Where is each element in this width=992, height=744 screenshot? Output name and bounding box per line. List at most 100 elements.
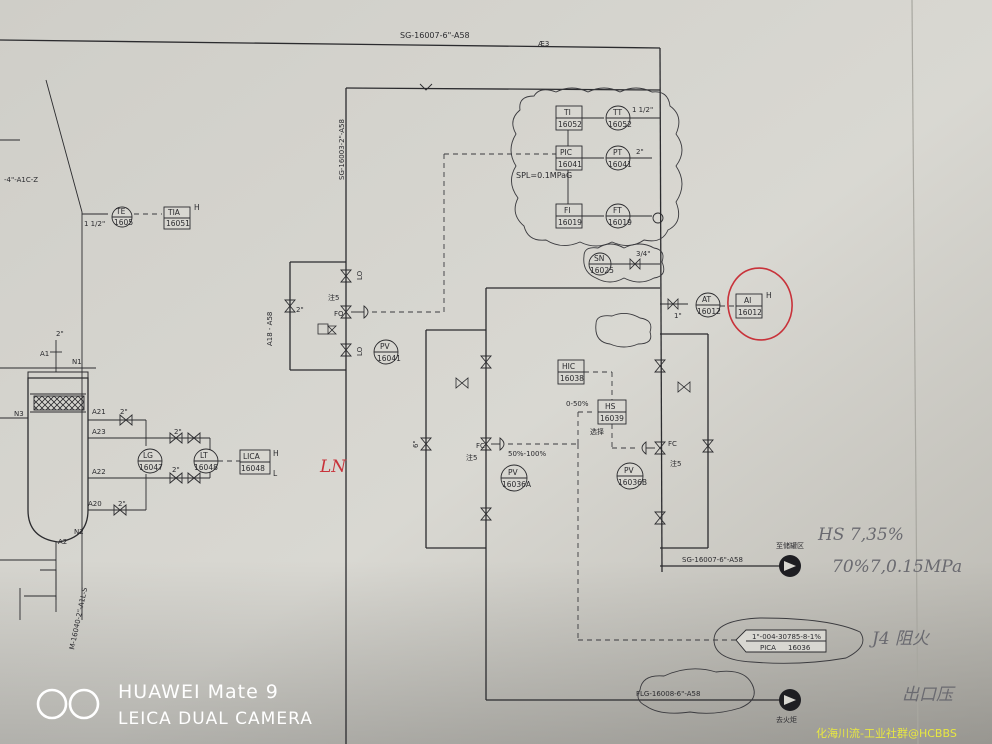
svg-text:16012: 16012 bbox=[738, 308, 762, 317]
svg-text:LO: LO bbox=[356, 346, 364, 356]
spl-label: SPL=0.1MPaG bbox=[516, 171, 572, 180]
svg-text:2": 2" bbox=[172, 466, 180, 474]
instrument-lg[interactable]: LG 16047 bbox=[137, 448, 163, 474]
svg-text:16048: 16048 bbox=[194, 463, 218, 472]
svg-text:16048: 16048 bbox=[241, 464, 265, 473]
svg-text:N3: N3 bbox=[14, 410, 24, 418]
instrument-lt[interactable]: LT 16048 bbox=[193, 448, 219, 474]
svg-text:A1: A1 bbox=[40, 350, 49, 358]
svg-text:H: H bbox=[273, 449, 279, 458]
svg-text:2": 2" bbox=[296, 306, 304, 314]
size-label-te: 1 1/2" bbox=[84, 220, 105, 228]
camera-watermark: HUAWEI Mate 9 LEICA DUAL CAMERA bbox=[36, 681, 313, 729]
left-process-area: -4"-A1C-Z 1 1/2" bbox=[0, 79, 162, 620]
svg-text:1": 1" bbox=[674, 312, 682, 320]
instrument-pv-16036a[interactable]: PV 16036A bbox=[500, 464, 532, 492]
instrument-hic[interactable]: HIC 16038 bbox=[557, 359, 585, 385]
instrument-lica[interactable]: LICA 16048 H L bbox=[239, 449, 279, 478]
valve-symbols bbox=[113, 83, 433, 516]
handwritten-hs-note2: 70%7,0.15MPa bbox=[832, 557, 962, 577]
svg-text:PV: PV bbox=[380, 342, 391, 351]
svg-text:16019: 16019 bbox=[558, 218, 582, 227]
svg-text:16036: 16036 bbox=[788, 644, 811, 652]
paper-shadow bbox=[0, 560, 992, 744]
instrument-pica[interactable]: 1"-004-30785-8-1% PICA 16036 bbox=[713, 617, 864, 664]
vessel-packing bbox=[33, 395, 85, 411]
analyzer-tap: 1" bbox=[660, 298, 736, 320]
svg-text:A2: A2 bbox=[58, 538, 67, 546]
svg-text:PV: PV bbox=[624, 466, 635, 475]
svg-text:LT: LT bbox=[200, 451, 208, 460]
svg-text:AI: AI bbox=[744, 296, 751, 305]
svg-text:A20: A20 bbox=[88, 500, 102, 508]
svg-text:HS: HS bbox=[605, 402, 616, 411]
instrument-ti[interactable]: TI 16052 bbox=[555, 105, 583, 131]
forum-watermark: 化海川流-工业社群@HCBBS bbox=[816, 726, 957, 740]
svg-text:AT: AT bbox=[702, 295, 712, 304]
instrument-tia[interactable]: TIA 16051 H bbox=[163, 203, 200, 230]
svg-text:SN: SN bbox=[594, 254, 604, 263]
svg-text:3/4": 3/4" bbox=[636, 250, 651, 258]
svg-text:FI: FI bbox=[564, 206, 571, 215]
svg-text:A22: A22 bbox=[92, 468, 106, 476]
svg-text:1"-004-30785-8-1%: 1"-004-30785-8-1% bbox=[752, 633, 821, 641]
riser-station: SG-16003-2"-A58 A18 - A58 2" LO LO 注5 FO bbox=[266, 87, 661, 744]
destination-arrow-flare: 去火炬 bbox=[776, 689, 801, 724]
watermark-brand: HUAWEI Mate 9 bbox=[118, 681, 279, 703]
instrument-ft[interactable]: FT 16019 bbox=[605, 203, 632, 229]
cloud-small bbox=[595, 313, 652, 348]
svg-text:16052: 16052 bbox=[558, 120, 582, 129]
svg-text:16036B: 16036B bbox=[618, 478, 647, 487]
svg-text:FT: FT bbox=[613, 206, 622, 215]
svg-text:去火炬: 去火炬 bbox=[776, 715, 797, 724]
svg-text:L: L bbox=[273, 469, 278, 478]
svg-text:FO: FO bbox=[334, 310, 344, 318]
svg-text:N1: N1 bbox=[72, 358, 82, 366]
instrument-at[interactable]: AT 16012 bbox=[695, 292, 721, 318]
paper-edge bbox=[911, 0, 919, 744]
instrument-pv-16041[interactable]: PV 16041 bbox=[373, 339, 401, 365]
handwritten-ln: LN bbox=[319, 457, 347, 477]
svg-text:PT: PT bbox=[613, 148, 623, 157]
svg-text:6": 6" bbox=[412, 440, 420, 448]
svg-text:PV: PV bbox=[508, 468, 519, 477]
cloud-sn bbox=[583, 243, 665, 283]
svg-text:16051: 16051 bbox=[166, 219, 190, 228]
line-label-riser: SG-16003-2"-A58 bbox=[338, 119, 346, 180]
svg-text:1605: 1605 bbox=[114, 218, 133, 227]
instrument-pv-16036b[interactable]: PV 16036B bbox=[616, 462, 647, 490]
svg-text:HIC: HIC bbox=[562, 362, 575, 371]
svg-text:A23: A23 bbox=[92, 428, 106, 436]
svg-text:TE: TE bbox=[115, 207, 126, 216]
instrument-te[interactable]: TE 1605 bbox=[111, 206, 133, 228]
line-label-top-ref: Æ3 bbox=[538, 40, 549, 48]
svg-text:至储罐区: 至储罐区 bbox=[776, 541, 804, 550]
svg-text:16025: 16025 bbox=[590, 266, 614, 275]
destination-arrow-storage: 至储罐区 bbox=[776, 541, 804, 577]
svg-text:注5: 注5 bbox=[670, 459, 681, 468]
svg-text:16019: 16019 bbox=[608, 218, 632, 227]
instrument-pic[interactable]: PIC 16041 bbox=[555, 145, 583, 171]
svg-text:FC: FC bbox=[668, 440, 677, 448]
svg-text:注5: 注5 bbox=[328, 293, 339, 302]
svg-text:2": 2" bbox=[120, 408, 128, 416]
svg-text:16039: 16039 bbox=[600, 414, 624, 423]
line-label-sg-out: SG-16007-6"-A58 bbox=[682, 556, 743, 564]
svg-text:TI: TI bbox=[563, 108, 571, 117]
main-vertical-pipe bbox=[659, 47, 663, 573]
instrument-ai[interactable]: AI 16012 H bbox=[735, 291, 772, 319]
svg-text:2": 2" bbox=[118, 500, 126, 508]
instrument-hs[interactable]: HS 16039 bbox=[597, 399, 627, 425]
watermark-camera: LEICA DUAL CAMERA bbox=[118, 709, 313, 729]
svg-text:TT: TT bbox=[612, 108, 622, 117]
line-label-flg: FLG-16008-6"-A58 bbox=[636, 690, 700, 698]
instrument-tt[interactable]: TT 16052 bbox=[605, 105, 632, 131]
handwritten-j4: J4 阻火 bbox=[869, 629, 931, 649]
svg-text:16012: 16012 bbox=[697, 307, 721, 316]
instrument-pt[interactable]: PT 16041 bbox=[605, 145, 632, 171]
instrument-fi[interactable]: FI 16019 bbox=[555, 203, 583, 229]
svg-text:N2: N2 bbox=[74, 528, 84, 536]
svg-text:注5: 注5 bbox=[466, 453, 477, 462]
handwritten-edge: 出口压 bbox=[902, 685, 956, 705]
svg-text:LICA: LICA bbox=[243, 452, 261, 461]
